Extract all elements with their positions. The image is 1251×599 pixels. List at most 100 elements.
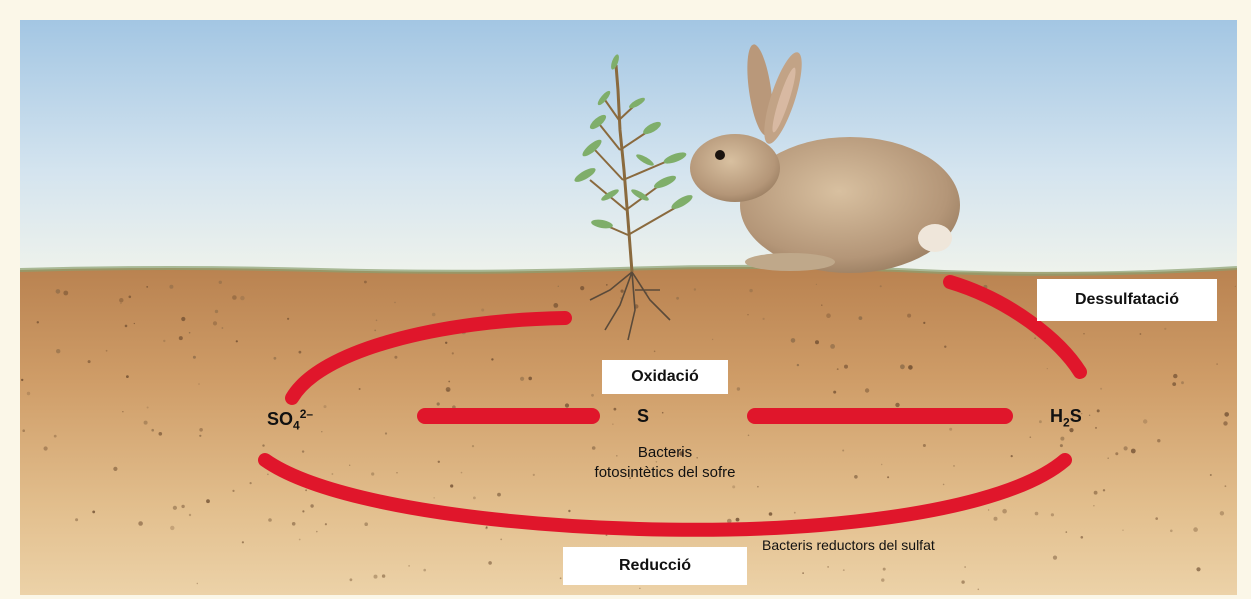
note-sulfate-reducing-bacteria: Bacteris reductors del sulfat [762,535,935,555]
soil-speck [732,485,735,488]
soil-speck [1066,531,1068,533]
soil-speck [169,285,173,289]
soil-speck [797,364,799,366]
soil-speck [1235,286,1236,287]
soil-speck [802,572,804,574]
soil-speck [434,497,435,498]
soil-speck [961,580,964,583]
soil-speck [481,309,484,312]
soil-speck [437,402,440,405]
soil-speck [794,512,796,514]
soil-speck [232,490,234,492]
soil-speck [1164,328,1166,330]
soil-speck [1193,527,1198,532]
note-photosynthetic-line1: Bacteris [550,443,780,463]
soil-speck [964,566,966,568]
soil-speck [591,394,594,397]
soil-speck [1155,517,1158,520]
soil-speck [189,332,191,334]
soil-speck [528,377,532,381]
soil-speck [189,514,191,516]
soil-speck [565,403,569,407]
soil-speck [1081,536,1084,539]
sulfate-formula: SO42– [267,407,313,433]
soil-speck [75,518,78,521]
soil-speck [1122,530,1123,531]
soil-speck [113,467,117,471]
soil-speck [316,531,318,533]
soil-speck [737,387,740,390]
soil-speck [791,338,796,343]
soil-speck [236,340,238,342]
soil-speck [621,290,624,293]
soil-speck [63,291,68,296]
h2s-formula: H2S [1050,406,1082,430]
soil-speck [1089,415,1090,416]
soil-speck [907,314,911,318]
soil-speck [193,356,196,359]
soil-speck [213,321,217,325]
soil-speck [215,310,218,313]
note-photosynthetic-bacteria: Bacteris fotosintètics del sofre [550,443,780,483]
soil-speck [206,499,210,503]
soil-speck [371,472,374,475]
soil-speck [558,286,559,287]
soil-speck [394,356,397,359]
soil-speck [1173,374,1177,378]
soil-speck [1083,333,1084,334]
soil-speck [827,566,829,568]
soil-speck [332,473,334,475]
soil-speck [1223,421,1227,425]
soil-speck [1100,388,1102,390]
soil-speck [923,444,926,447]
soil-speck [364,522,368,526]
soil-speck [1210,474,1212,476]
label-reduccio: Reducció [563,547,747,585]
soil-speck [92,511,95,514]
soil-speck [606,284,608,286]
soil-speck [1131,449,1136,454]
soil-speck [520,377,524,381]
soil-speck [173,506,177,510]
soil-speck [287,318,289,320]
note-photosynthetic-line2: fotosintètics del sofre [550,463,780,483]
soil-speck [125,325,128,328]
soil-speck [350,578,353,581]
soil-speck [394,302,395,303]
soil-speck [1224,412,1229,417]
soil-speck [385,432,387,434]
soil-speck [639,588,640,589]
label-dessulfatacio: Dessulfatació [1037,279,1217,321]
soil-speck [438,461,440,463]
soil-speck [843,569,845,571]
soil-speck [22,429,25,432]
soil-speck [1196,567,1200,571]
soil-speck [1053,556,1057,560]
soil-speck [821,305,822,306]
soil-speck [382,574,385,577]
soil-speck [423,569,426,572]
soil-speck [310,504,313,507]
soil-speck [473,497,476,500]
soil-speck [364,281,367,284]
soil-speck [122,411,123,412]
soil-speck [887,476,889,478]
soil-speck [292,522,296,526]
soil-speck [359,388,361,390]
soil-speck [580,286,584,290]
soil-speck [1103,489,1105,491]
soil-speck [129,296,132,299]
soil-speck [881,464,882,465]
soil-speck [953,465,955,467]
soil-speck [842,450,844,452]
soil-speck [199,435,201,437]
soil-speck [844,365,848,369]
soil-speck [445,342,447,344]
soil-speck [159,432,163,436]
soil-speck [452,352,454,354]
soil-speck [302,510,304,512]
soil-speck [1115,452,1118,455]
soil-speck [1034,337,1036,339]
soil-speck [1060,437,1064,441]
soil-speck [44,446,48,450]
